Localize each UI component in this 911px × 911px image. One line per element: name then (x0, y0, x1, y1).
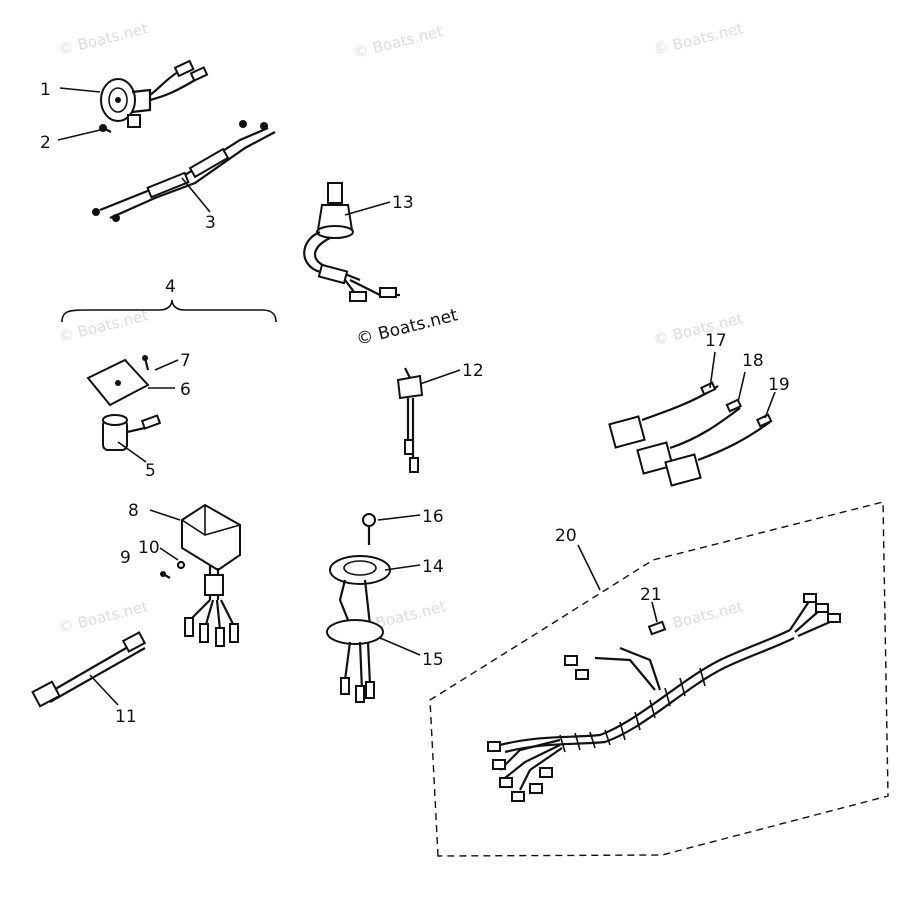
part-14-gauge[interactable] (329, 555, 391, 631)
callout-2: 2 (40, 133, 51, 153)
callout-11: 11 (115, 707, 137, 727)
part-12-toggle-switch[interactable] (396, 367, 424, 473)
watermark-top-right: © Boats.net (652, 19, 745, 59)
callout-1: 1 (40, 80, 51, 100)
callout-5: 5 (145, 461, 156, 481)
part-13-key-switch[interactable] (303, 182, 400, 302)
part-2-screw[interactable] (99, 124, 112, 133)
part-11-harness[interactable] (31, 631, 147, 708)
part-8-box[interactable] (181, 503, 241, 647)
watermark-mid-left: © Boats.net (57, 306, 150, 346)
leader-lines (57, 87, 776, 706)
callout-15: 15 (422, 650, 444, 670)
part-15-plate[interactable] (326, 619, 384, 703)
callout-21: 21 (640, 585, 662, 605)
callout-18: 18 (742, 351, 764, 371)
watermark-low-right: © Boats.net (652, 597, 745, 637)
callout-10: 10 (138, 538, 160, 558)
callout-12: 12 (462, 361, 484, 381)
part-19-connector[interactable] (664, 413, 773, 487)
part-17-connector[interactable] (608, 381, 719, 449)
part-7-screw[interactable] (142, 355, 150, 371)
callout-9: 9 (120, 548, 131, 568)
watermark-top-left: © Boats.net (57, 19, 150, 59)
callout-16: 16 (422, 507, 444, 527)
watermark-mid-right: © Boats.net (652, 309, 745, 349)
part-5-switch[interactable] (102, 414, 162, 451)
part-21-fuse[interactable] (647, 620, 667, 636)
part-9-screw[interactable] (160, 571, 171, 579)
part-3-lead-wire[interactable] (92, 120, 276, 222)
part-10-washer[interactable] (176, 560, 186, 570)
callout-8: 8 (128, 501, 139, 521)
part-20-main-harness[interactable] (429, 501, 889, 857)
callout-7: 7 (180, 351, 191, 371)
callout-6: 6 (180, 380, 191, 400)
callout-14: 14 (422, 557, 444, 577)
part-6-plate[interactable] (86, 358, 150, 407)
callout-17: 17 (705, 331, 727, 351)
part-1-buzzer[interactable] (100, 59, 209, 128)
callout-19: 19 (768, 375, 790, 395)
callout-3: 3 (205, 213, 216, 233)
callout-13: 13 (392, 193, 414, 213)
part-18-connector[interactable] (636, 398, 743, 475)
callout-20: 20 (555, 526, 577, 546)
callout-4: 4 (165, 277, 176, 297)
watermark-center-dark: © Boats.net (354, 305, 460, 350)
part-16-screw[interactable] (362, 513, 376, 545)
watermark-low-left: © Boats.net (57, 597, 150, 637)
part-4-group-bracket (61, 299, 277, 323)
watermark-top-center: © Boats.net (352, 22, 445, 62)
